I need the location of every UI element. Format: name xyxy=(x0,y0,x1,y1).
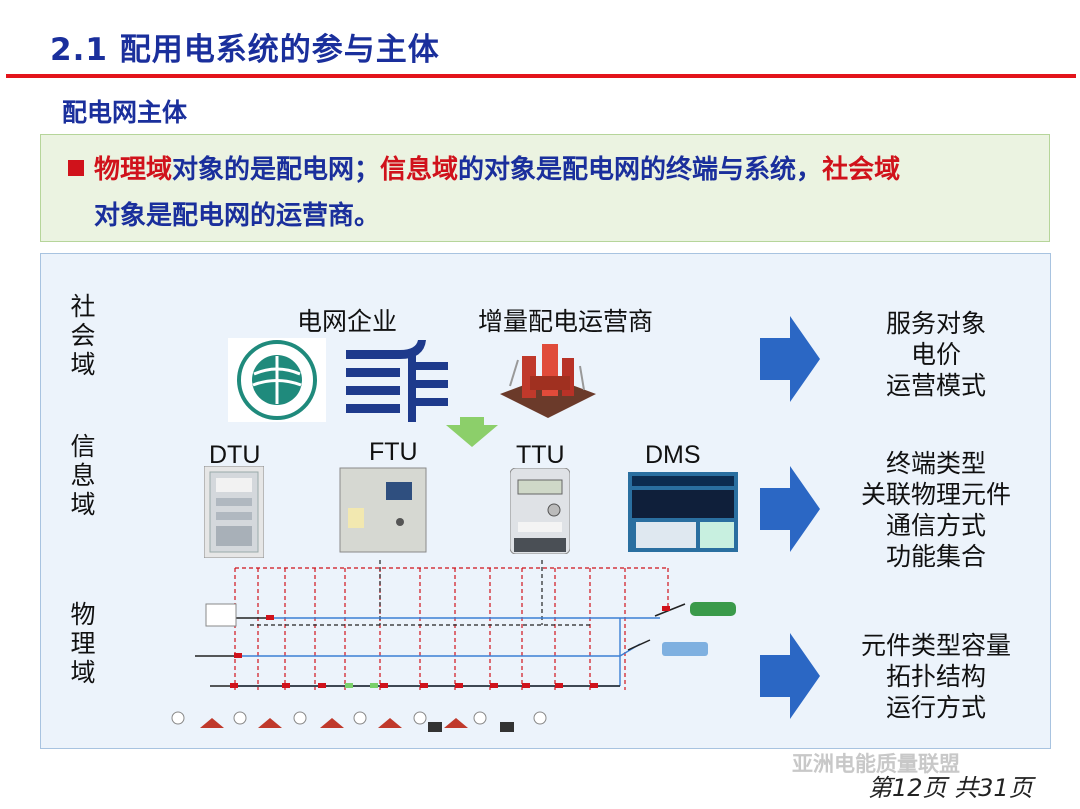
physical-domain-description: 元件类型容量 拓扑结构 运行方式 xyxy=(836,630,1036,723)
physical-domain-label: 物理域 xyxy=(70,600,96,687)
grid-enterprise-label: 电网企业 xyxy=(297,307,398,336)
ttu-meter-image xyxy=(510,468,570,554)
info-domain-description: 终端类型 关联物理元件 通信方式 功能集合 xyxy=(836,448,1036,572)
ftu-box-image xyxy=(339,467,427,553)
page-number: 第12页 共31页 xyxy=(868,774,1033,802)
callout-segment: 对象的是配电网； xyxy=(172,155,381,185)
info-domain-arrow-icon xyxy=(760,466,820,552)
physical-domain-term: 物理域 xyxy=(94,155,173,185)
dms-screen-image xyxy=(628,472,738,552)
social-domain-term: 社会域 xyxy=(822,155,901,185)
description-line: 运营模式 xyxy=(885,371,986,400)
ftu-label: FTU xyxy=(369,438,418,466)
description-line: 电价 xyxy=(910,340,961,369)
title-divider xyxy=(6,74,1076,78)
ttu-label: TTU xyxy=(516,441,565,469)
dtu-label: DTU xyxy=(209,441,261,469)
callout-text: 物理域对象的是配电网；信息域的对象是配电网的终端与系统，社会域对象是配电网的运营… xyxy=(94,147,1039,239)
watermark: 亚洲电能质量联盟 xyxy=(792,752,960,776)
incremental-operator-label: 增量配电运营商 xyxy=(478,307,654,336)
green-down-arrow-icon xyxy=(446,417,498,447)
description-line: 功能集合 xyxy=(885,542,986,571)
distribution-network-schematic xyxy=(171,560,736,732)
social-domain-arrow-icon xyxy=(760,316,820,402)
description-line: 运行方式 xyxy=(885,693,986,722)
description-line: 通信方式 xyxy=(885,511,986,540)
description-line: 元件类型容量 xyxy=(860,631,1011,660)
dtu-cabinet-image xyxy=(204,466,264,558)
page-title: 2.1 配用电系统的参与主体 xyxy=(50,32,440,68)
info-domain-label: 信息域 xyxy=(70,432,96,519)
power-plant-image xyxy=(500,344,596,418)
callout-segment: 的对象是配电网的终端与系统， xyxy=(458,155,823,185)
description-line: 终端类型 xyxy=(885,449,986,478)
bullet-square-icon xyxy=(68,160,84,176)
grid-enterprise-logo-icon xyxy=(346,340,448,422)
info-domain-term: 信息域 xyxy=(380,155,459,185)
social-domain-label: 社会域 xyxy=(70,292,96,379)
physical-domain-arrow-icon xyxy=(760,633,820,719)
description-line: 关联物理元件 xyxy=(860,480,1011,509)
callout-segment: 对象是配电网的运营商。 xyxy=(94,201,381,231)
dms-label: DMS xyxy=(645,441,701,469)
description-line: 服务对象 xyxy=(885,309,986,338)
section-subtitle: 配电网主体 xyxy=(62,98,188,127)
callout-box xyxy=(40,134,1050,242)
social-domain-description: 服务对象 电价 运营模式 xyxy=(836,308,1036,401)
sgcc-logo-icon xyxy=(228,338,326,422)
description-line: 拓扑结构 xyxy=(885,662,986,691)
